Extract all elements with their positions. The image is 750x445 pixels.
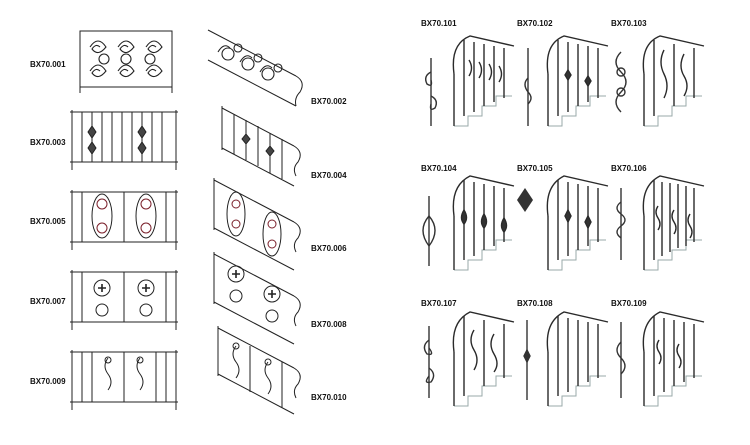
baluster-ornament-detail bbox=[611, 322, 631, 398]
product-code-label: BX70.105 bbox=[517, 164, 553, 173]
product-code-label: BX70.008 bbox=[311, 320, 347, 329]
railing-panel-sloped-medallions bbox=[210, 250, 306, 350]
stair-balustrade-illustration bbox=[446, 170, 518, 274]
baluster-ornament-detail bbox=[520, 48, 536, 126]
baluster-ornament-detail bbox=[515, 186, 535, 214]
railing-panel-sloped-finials bbox=[214, 324, 306, 420]
product-code-label: BX70.106 bbox=[611, 164, 647, 173]
product-code-label: BX70.001 bbox=[30, 60, 66, 69]
product-code-label: BX70.108 bbox=[517, 299, 553, 308]
stair-balustrade-illustration bbox=[636, 170, 708, 274]
product-code-label: BX70.005 bbox=[30, 217, 66, 226]
product-code-label: BX70.009 bbox=[30, 377, 66, 386]
product-code-label: BX70.102 bbox=[517, 19, 553, 28]
product-code-label: BX70.104 bbox=[421, 164, 457, 173]
baluster-ornament-detail bbox=[414, 196, 444, 266]
railing-panel-sloped-scroll bbox=[204, 24, 308, 116]
product-code-label: BX70.003 bbox=[30, 138, 66, 147]
product-code-label: BX70.103 bbox=[611, 19, 647, 28]
baluster-ornament-detail bbox=[521, 320, 533, 400]
railing-panel-flat-scroll bbox=[78, 27, 174, 95]
product-code-label: BX70.010 bbox=[311, 393, 347, 402]
stair-balustrade-illustration bbox=[636, 306, 708, 410]
stair-balustrade-illustration bbox=[636, 30, 708, 130]
railing-panel-sloped-rosettes bbox=[210, 176, 306, 276]
railing-panel-sloped-pickets bbox=[218, 104, 308, 192]
product-code-label: BX70.002 bbox=[311, 97, 347, 106]
railing-panel-flat-pickets bbox=[68, 106, 180, 172]
stair-balustrade-illustration bbox=[540, 170, 612, 274]
railing-panel-flat-medallions bbox=[68, 266, 180, 332]
product-code-label: BX70.006 bbox=[311, 244, 347, 253]
product-code-label: BX70.109 bbox=[611, 299, 647, 308]
railing-panel-flat-finials bbox=[68, 346, 180, 412]
product-code-label: BX70.101 bbox=[421, 19, 457, 28]
stair-balustrade-illustration bbox=[540, 30, 612, 130]
product-code-label: BX70.007 bbox=[30, 297, 66, 306]
stair-balustrade-illustration bbox=[446, 30, 518, 130]
railing-panel-flat-rosettes bbox=[68, 186, 180, 252]
baluster-ornament-detail bbox=[609, 48, 633, 126]
baluster-ornament-detail bbox=[418, 326, 440, 398]
baluster-ornament-detail bbox=[611, 188, 631, 260]
product-code-label: BX70.004 bbox=[311, 171, 347, 180]
stair-balustrade-illustration bbox=[540, 306, 612, 410]
stair-balustrade-illustration bbox=[446, 306, 518, 410]
baluster-ornament-detail bbox=[420, 58, 442, 126]
product-code-label: BX70.107 bbox=[421, 299, 457, 308]
